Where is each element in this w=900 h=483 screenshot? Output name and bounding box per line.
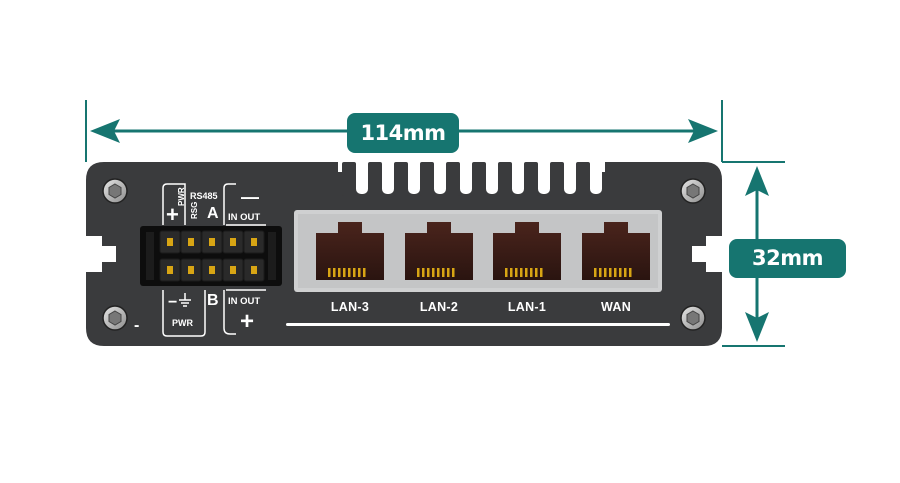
height-arrow-bottom-head bbox=[745, 312, 769, 342]
ground-icon bbox=[179, 293, 191, 307]
rs485-b-label: B bbox=[207, 292, 219, 309]
height-dimension bbox=[722, 161, 785, 347]
port-label-lan2: LAN-2 bbox=[419, 300, 459, 314]
io-plus-label: + bbox=[240, 308, 255, 335]
io-minus-label: — bbox=[241, 187, 259, 207]
terminal-block-connector bbox=[140, 226, 282, 286]
pwr-plus-label: + bbox=[166, 202, 179, 227]
io-top-label: IN OUT bbox=[228, 212, 261, 223]
width-arrow-left-head bbox=[90, 119, 120, 143]
screw-icon bbox=[680, 305, 706, 331]
right-mounting-notch bbox=[692, 236, 722, 272]
pwr-bottom-outline bbox=[162, 290, 206, 337]
screw-icon bbox=[102, 305, 128, 331]
height-dimension-label: 32mm bbox=[729, 239, 846, 278]
io-bottom-label: IN OUT bbox=[228, 296, 261, 307]
heatsink-fins bbox=[342, 162, 590, 196]
io-bottom-outline-left bbox=[223, 290, 236, 335]
width-dimension-label: 114mm bbox=[347, 113, 459, 153]
port-label-wan: WAN bbox=[600, 300, 632, 314]
port-label-lan3: LAN-3 bbox=[330, 300, 370, 314]
screw-icon bbox=[102, 178, 128, 204]
terminal-label-outlines bbox=[162, 183, 266, 337]
screw-icon bbox=[680, 178, 706, 204]
rs485-label: RS485 bbox=[190, 191, 218, 201]
pwr-bottom-label: PWR bbox=[172, 318, 193, 328]
rs485-a-label: A bbox=[207, 205, 219, 222]
port-label-lan1: LAN-1 bbox=[507, 300, 547, 314]
chassis-minus-label: - bbox=[134, 317, 140, 334]
ethernet-port-lan3 bbox=[316, 222, 384, 280]
ethernet-port-lan2 bbox=[405, 222, 473, 280]
rsg-label: RSG bbox=[190, 201, 199, 219]
io-top-outline-left bbox=[223, 183, 236, 225]
ethernet-port-wan bbox=[582, 222, 650, 280]
pwr-top-label: PWR bbox=[177, 187, 186, 206]
ethernet-port-lan1 bbox=[493, 222, 561, 280]
pwr-minus-label: − bbox=[168, 294, 178, 311]
pwr-top-outline bbox=[162, 183, 186, 225]
fin-slots bbox=[356, 162, 602, 194]
port-underline-stripe bbox=[286, 323, 670, 326]
height-arrow-top-head bbox=[745, 166, 769, 196]
left-mounting-notch bbox=[86, 236, 116, 272]
width-arrow-right-head bbox=[688, 119, 718, 143]
